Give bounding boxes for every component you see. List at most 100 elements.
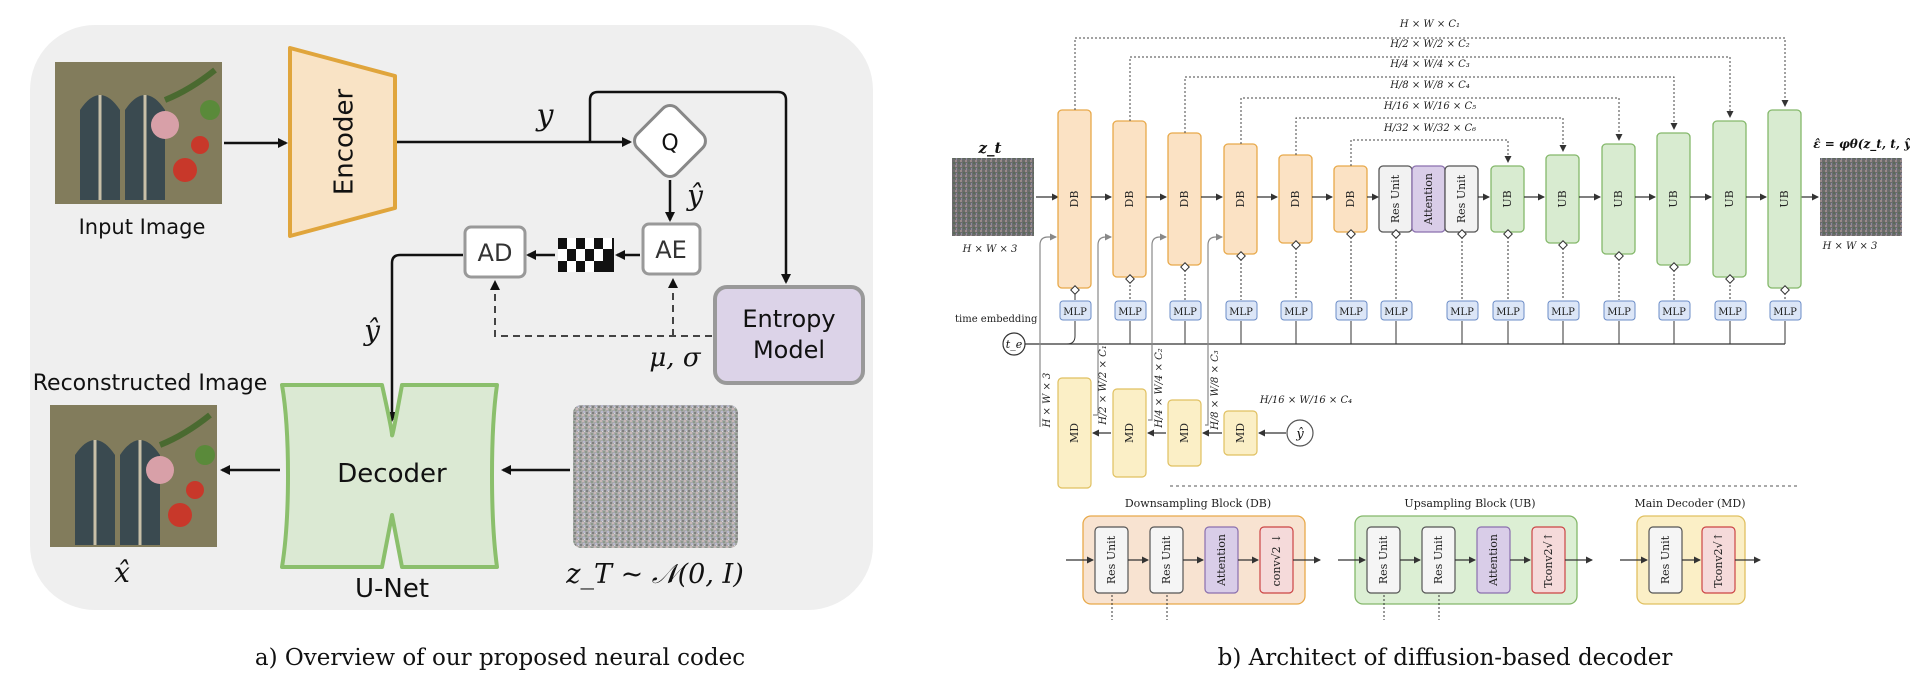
- db-label-3: DB: [1178, 191, 1191, 208]
- caption-a: a) Overview of our proposed neural codec: [255, 645, 745, 671]
- zt-dim-label: H × W × 3: [962, 244, 1018, 255]
- quantizer-label: Q: [661, 131, 678, 156]
- te-label: t_e: [1006, 338, 1023, 351]
- md-label-4: MD: [1234, 423, 1247, 443]
- legend-md-title: Main Decoder (MD): [1634, 497, 1745, 510]
- legend-md-tconv-label: Tconv2√↑: [1712, 532, 1725, 588]
- input-image: [55, 62, 222, 204]
- mlp-6: MLP: [1335, 229, 1368, 344]
- legend-ub-res-label-2: Res Unit: [1432, 535, 1445, 584]
- md-label-2: MD: [1123, 423, 1136, 443]
- panel-b: z_t H × W × 3 ε̂ = φθ(z_t, t, ŷ) H × W ×…: [952, 19, 1910, 671]
- eps-label: ε̂ = φθ(z_t, t, ŷ): [1813, 137, 1910, 152]
- mid-res-label-2: Res Unit: [1455, 174, 1468, 223]
- svg-text:MLP: MLP: [1607, 307, 1631, 318]
- md-link-label-2: H/2 × W/2 × C₁: [1098, 345, 1109, 426]
- db-label-5: DB: [1289, 191, 1302, 208]
- skip-connections: [1074, 37, 1789, 166]
- bitstream-icon: [558, 238, 614, 272]
- mlp-9: MLP: [1492, 229, 1525, 344]
- legend-db-title: Downsampling Block (DB): [1125, 497, 1271, 510]
- input-image-label: Input Image: [79, 215, 206, 239]
- noise-label: z_T ~ 𝒩(0, I): [565, 559, 743, 590]
- caption-b: b) Architect of diffusion-based decoder: [1218, 645, 1673, 671]
- mlp-12: MLP: [1658, 262, 1691, 344]
- md-label-3: MD: [1178, 423, 1191, 443]
- yhat-node: [1286, 419, 1314, 447]
- mlp-4: MLP: [1225, 251, 1258, 344]
- mlp-5: MLP: [1280, 240, 1313, 344]
- skip-label-5: H/16 × W/16 × C₅: [1383, 101, 1476, 112]
- legend-db-res-label-2: Res Unit: [1160, 535, 1173, 584]
- mlp-8: MLP: [1446, 229, 1479, 344]
- svg-text:MLP: MLP: [1450, 307, 1474, 318]
- entropy-model-label-1: Entropy: [742, 305, 835, 333]
- svg-text:MLP: MLP: [1773, 307, 1797, 318]
- svg-text:MLP: MLP: [1339, 307, 1363, 318]
- zt-image: [952, 158, 1034, 236]
- db-label-2: DB: [1123, 191, 1136, 208]
- svg-text:MLP: MLP: [1118, 307, 1142, 318]
- encoder-block: [288, 46, 397, 238]
- mid-res-label-1: Res Unit: [1389, 174, 1402, 223]
- unet-label: U-Net: [355, 574, 429, 604]
- ub-label-3: UB: [1612, 190, 1625, 207]
- mlp-14: MLP: [1769, 285, 1802, 344]
- skip-label-2: H/2 × W/2 × C₂: [1389, 39, 1470, 50]
- md-feature-links: [1039, 233, 1223, 427]
- svg-text:MLP: MLP: [1662, 307, 1686, 318]
- entropy-model-block: [713, 285, 865, 385]
- dashed-entropy-ad: [490, 280, 712, 337]
- eps-dim-label: H × W × 3: [1822, 241, 1878, 252]
- noise-image: [573, 405, 738, 548]
- zt-label: z_t: [978, 139, 1002, 157]
- arrow-ad-decoder: [387, 253, 463, 422]
- legend-db-conv-label: conv√2 ↓: [1270, 534, 1283, 587]
- y-hat-label: ŷ: [685, 179, 704, 212]
- svg-text:MLP: MLP: [1284, 307, 1308, 318]
- db-label-6: DB: [1344, 191, 1357, 208]
- svg-text:MLP: MLP: [1229, 307, 1253, 318]
- svg-text:MLP: MLP: [1551, 307, 1575, 318]
- decoder-block: [280, 383, 499, 569]
- ad-label: AD: [478, 239, 513, 267]
- md-link-label-1: H × W × 3: [1042, 373, 1053, 429]
- ad-block: [463, 225, 527, 279]
- mlp-row: MLP MLP MLP MLP: [1059, 229, 1802, 345]
- md-label-1: MD: [1068, 423, 1081, 443]
- ub-label-2: UB: [1556, 190, 1569, 207]
- db-label-1: DB: [1068, 191, 1081, 208]
- panel-a: Input Image Encoder y Q ŷ AE: [30, 25, 873, 671]
- quantizer-block: [633, 104, 707, 178]
- arrow-y-entropy: [588, 90, 791, 284]
- y-hat-left-label: ŷ: [362, 314, 381, 347]
- legend-ub-tconv-label: Tconv2√↑: [1542, 532, 1555, 588]
- md-blocks: MD MD MD MD: [1057, 377, 1258, 489]
- legend-db-attention-label: Attention: [1215, 534, 1228, 587]
- ae-label: AE: [655, 236, 687, 264]
- legend-ub-res-label-1: Res Unit: [1377, 535, 1390, 584]
- x-hat-label: x̂: [114, 556, 130, 589]
- yhat-node-label: ŷ: [1295, 427, 1304, 442]
- svg-text:MLP: MLP: [1063, 307, 1087, 318]
- skip-label-3: H/4 × W/4 × C₃: [1389, 59, 1470, 70]
- skip-label-6: H/32 × W/32 × C₆: [1383, 123, 1476, 134]
- decoder-label: Decoder: [337, 459, 447, 489]
- mlp-7: MLP: [1380, 229, 1413, 344]
- ub-blocks: UB UB UB UB UB UB: [1490, 109, 1802, 289]
- md-block-2: [1112, 388, 1147, 478]
- mid-attention-label: Attention: [1422, 173, 1435, 226]
- mlp-3: MLP: [1169, 262, 1202, 344]
- legend-md-res-label: Res Unit: [1659, 535, 1672, 584]
- svg-text:MLP: MLP: [1173, 307, 1197, 318]
- svg-text:MLP: MLP: [1718, 307, 1742, 318]
- time-embedding-label: time embedding: [955, 314, 1038, 325]
- md-link-label-4: H/8 × W/8 × C₃: [1210, 350, 1221, 431]
- md-block-1: [1057, 377, 1092, 489]
- ae-block: [641, 222, 702, 276]
- mlp-13: MLP: [1714, 274, 1747, 344]
- ub-label-6: UB: [1778, 190, 1791, 207]
- db-label-4: DB: [1234, 191, 1247, 208]
- skip-label-4: H/8 × W/8 × C₄: [1389, 80, 1470, 91]
- mlp-10: MLP: [1547, 240, 1580, 344]
